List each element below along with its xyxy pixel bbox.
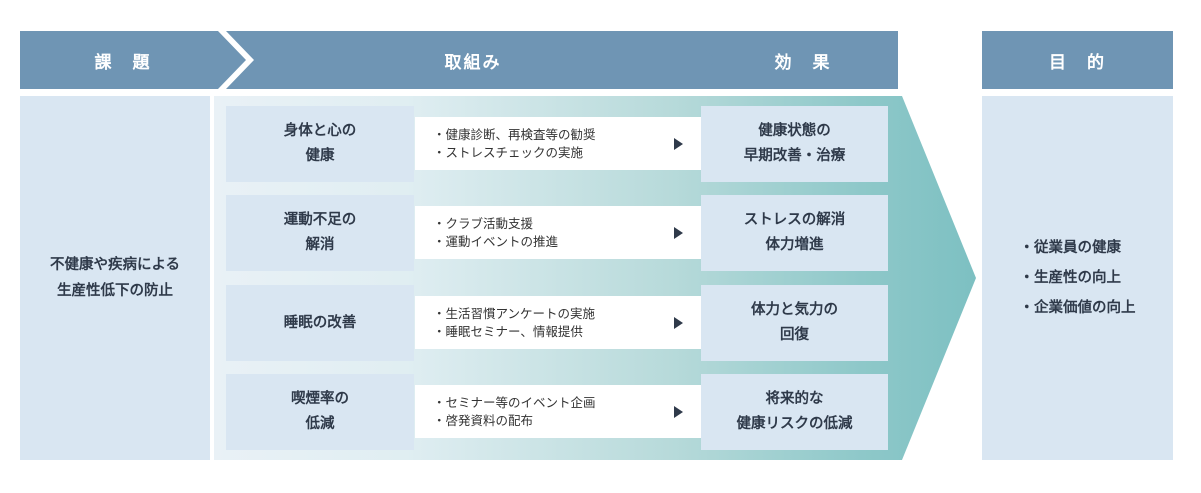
action-item: 運動イベントの推進: [433, 233, 559, 251]
initiative-actions-2: クラブ活動支援 運動イベントの推進: [415, 206, 701, 259]
effect-2: ストレスの解消 体力増進: [701, 195, 888, 271]
header-initiatives: 取組み: [226, 31, 720, 89]
initiative-actions-3: 生活習慣アンケートの実施 睡眠セミナー、情報提供: [415, 296, 701, 349]
action-item: セミナー等のイベント企画: [433, 394, 596, 412]
issue-text: 不健康や疾病による 生産性低下の防止: [49, 257, 181, 299]
triangle-arrow-icon: [674, 137, 683, 150]
purpose-item: 従業員の健康: [1020, 233, 1136, 263]
action-item: 睡眠セミナー、情報提供: [433, 323, 595, 341]
issue-panel: 不健康や疾病による 生産性低下の防止: [20, 96, 210, 460]
action-item: 生活習慣アンケートの実施: [433, 305, 596, 323]
effect-4: 将来的な 健康リスクの低減: [701, 374, 888, 450]
effect-1: 健康状態の 早期改善・治療: [701, 106, 888, 182]
purpose-panel: 従業員の健康 生産性の向上 企業価値の向上: [982, 96, 1173, 460]
purpose-item: 生産性の向上: [1020, 263, 1136, 293]
action-item: 啓発資料の配布: [433, 412, 596, 430]
header-purpose: 目 的: [982, 31, 1173, 89]
initiative-category-1: 身体と心の 健康: [226, 106, 414, 182]
header-issue: 課 題: [20, 31, 246, 89]
action-item: ストレスチェックの実施: [433, 144, 596, 162]
triangle-arrow-icon: [674, 316, 683, 329]
triangle-arrow-icon: [674, 405, 683, 418]
initiative-actions-1: 健康診断、再検査等の勧奨 ストレスチェックの実施: [415, 117, 701, 170]
header-effects: 効 果: [688, 31, 898, 89]
action-item: クラブ活動支援: [433, 215, 558, 233]
initiative-category-2: 運動不足の 解消: [226, 195, 414, 271]
initiative-actions-4: セミナー等のイベント企画 啓発資料の配布: [415, 385, 701, 438]
triangle-arrow-icon: [674, 226, 683, 239]
effect-3: 体力と気力の 回復: [701, 285, 888, 361]
action-item: 健康診断、再検査等の勧奨: [433, 126, 596, 144]
purpose-item: 企業価値の向上: [1020, 293, 1136, 323]
initiative-category-3: 睡眠の改善: [226, 285, 414, 361]
initiative-category-4: 喫煙率の 低減: [226, 374, 414, 450]
